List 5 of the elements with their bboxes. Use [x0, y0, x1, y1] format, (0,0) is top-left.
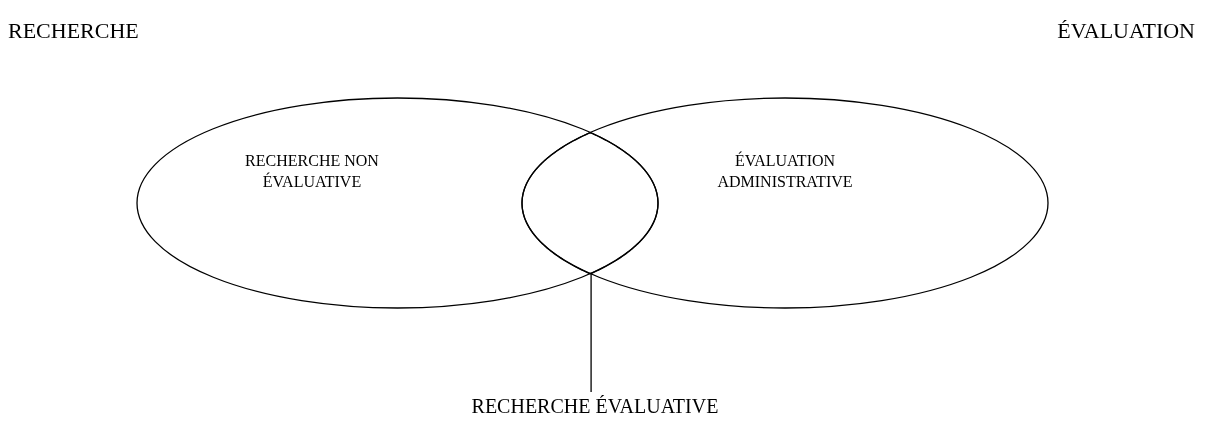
- set-title: ÉVALUATION: [1057, 18, 1195, 44]
- set-label: RECHERCHE NON ÉVALUATIVE: [244, 151, 380, 192]
- set-title: RECHERCHE: [8, 18, 139, 44]
- set-label: ÉVALUATION ADMINISTRATIVE: [716, 150, 854, 192]
- callout-text: RECHERCHE ÉVALUATIVE: [470, 396, 720, 417]
